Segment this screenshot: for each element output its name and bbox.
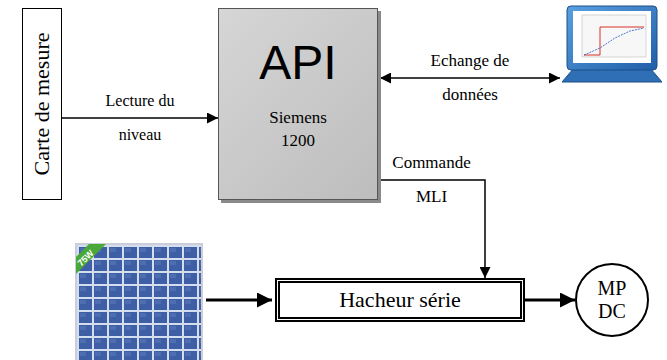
power-arrow [206, 299, 272, 302]
solar-panel [76, 244, 202, 360]
node-title: API [259, 39, 336, 87]
chopper-box: Hacheur série [275, 278, 525, 322]
connector-arrow [525, 299, 575, 302]
connector-label: Commande MLI [386, 146, 478, 214]
node-subtitle: Siemens 1200 [258, 107, 338, 153]
measurement-board-box: Carte de mesure [22, 8, 62, 200]
circle-outline-shape [576, 264, 648, 336]
node-title: MP DC [592, 277, 632, 323]
data-exchange-arrow [380, 77, 560, 79]
power-rating-label: 75W [72, 244, 100, 272]
node-title: Carte de mesure [31, 33, 53, 176]
plc-box: API Siemens 1200 [218, 8, 378, 200]
dc-motor-circle: MP DC [575, 263, 649, 337]
node-title: Hacheur série [339, 287, 461, 313]
connector-arrow [62, 117, 218, 119]
exchange-label: Echange de données [420, 44, 520, 112]
connector-label: Lecture du niveau [100, 84, 180, 152]
computer-icon [562, 6, 662, 82]
